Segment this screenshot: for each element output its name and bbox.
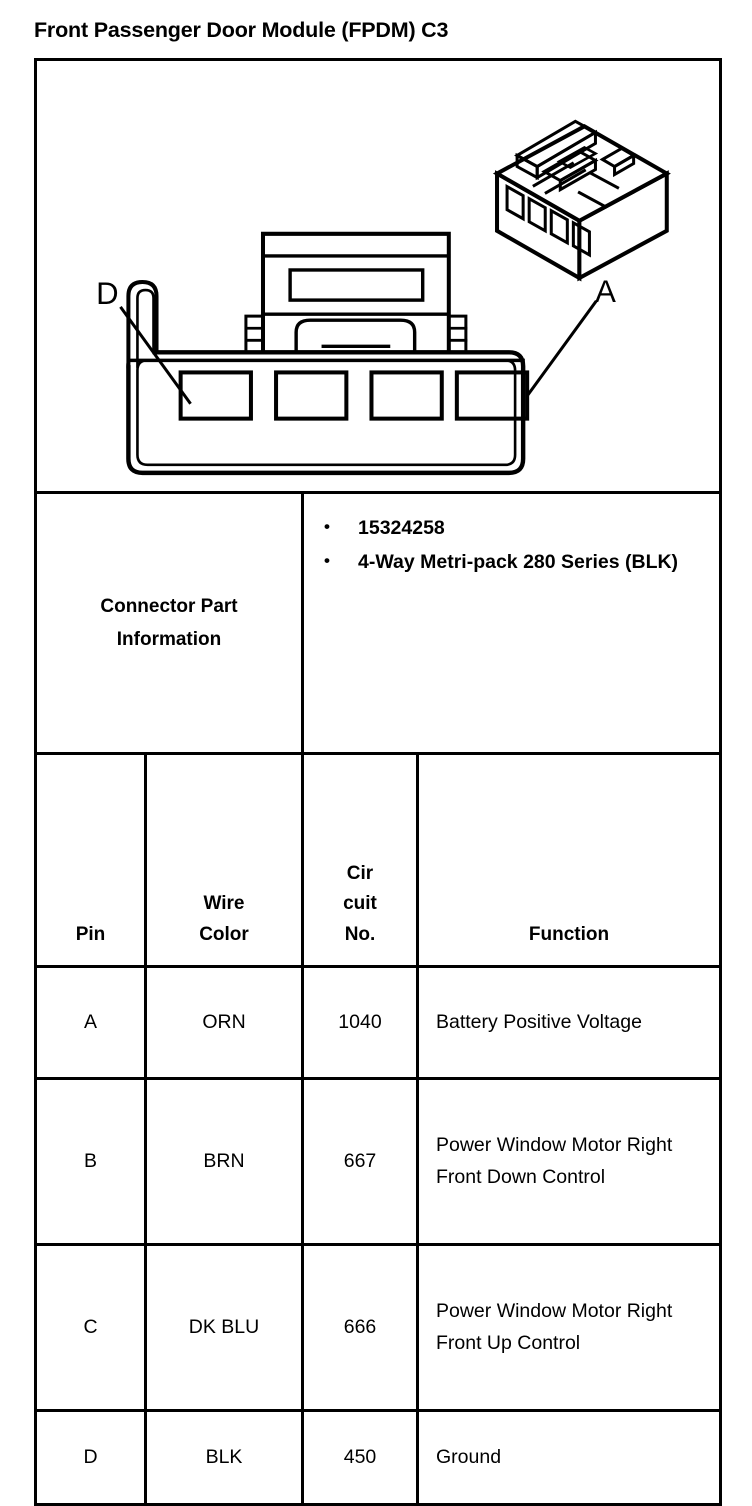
connector-part-information-values: • 15324258 • 4-Way Metri-pack 280 Series (… (301, 491, 722, 755)
cell-function: Battery Positive Voltage (416, 965, 722, 1080)
connector-drawing-svg: D A (96, 119, 671, 476)
cell-circuit-no: 1040 (301, 965, 419, 1080)
cavity-C (274, 370, 349, 421)
cell-circuit-no: 450 (301, 1409, 419, 1506)
page-title: Front Passenger Door Module (FPDM) C3 (34, 18, 449, 42)
column-header-circuit-no-line-1: Cir (346, 862, 374, 884)
connector-detail-table: D A Connector Part Information • 15324258… (34, 58, 722, 1506)
connector-part-list-item: • 4-Way Metri-pack 280 Series (BLK) (324, 546, 705, 580)
connector-illustration-cell: D A (34, 58, 722, 494)
callout-label-D: D (96, 276, 118, 311)
cpi-label-line-2: Information (116, 629, 222, 650)
column-header-pin-label: Pin (75, 924, 106, 946)
connector-part-description: 4-Way Metri-pack 280 Series (BLK) (358, 550, 679, 573)
column-header-wire-color: Wire Color (144, 752, 304, 968)
cell-pin: A (34, 965, 147, 1080)
connector-part-information-label: Connector Part Information (34, 491, 304, 755)
bullet-icon: • (324, 517, 330, 536)
callout-leader-D (119, 306, 192, 405)
illustration-row: D A (34, 58, 722, 494)
cell-wire-color: ORN (144, 965, 304, 1080)
connector-part-list: • 15324258 • 4-Way Metri-pack 280 Series (… (324, 512, 705, 579)
connector-part-number: 15324258 (358, 517, 445, 539)
connector-part-list-item: • 15324258 (324, 512, 705, 546)
front-connector-view (126, 231, 530, 476)
callout-label-A: A (595, 274, 616, 309)
cell-circuit-no: 666 (301, 1243, 419, 1412)
cell-wire-color: BLK (144, 1409, 304, 1506)
cell-pin: C (34, 1243, 147, 1412)
column-header-wire-color-line-1: Wire (203, 893, 245, 915)
column-header-function: Function (416, 752, 722, 968)
latch-tower (244, 231, 468, 355)
column-header-pin: Pin (34, 752, 147, 968)
cell-circuit-no: 667 (301, 1077, 419, 1246)
cavity-B (369, 370, 444, 421)
column-header-circuit-no: Cir cuit No. (301, 752, 419, 968)
bullet-icon: • (324, 550, 330, 570)
pin-table-header-row: Pin Wire Color Cir cuit No. Function (34, 752, 722, 968)
table-row: C DK BLU 666 Power Window Motor Right Fr… (34, 1243, 722, 1412)
cavity-D (178, 370, 253, 421)
column-header-circuit-no-line-3: No. (344, 924, 376, 946)
cell-pin: D (34, 1409, 147, 1506)
callout-leader-A (526, 300, 598, 397)
connector-part-information-row: Connector Part Information • 15324258 • 4-… (34, 491, 722, 755)
column-header-wire-color-line-2: Color (199, 924, 249, 946)
cell-function: Ground (416, 1409, 722, 1506)
cell-wire-color: DK BLU (144, 1243, 304, 1412)
cell-function: Power Window Motor Right Front Up Contro… (416, 1243, 722, 1412)
table-row: B BRN 667 Power Window Motor Right Front… (34, 1077, 722, 1246)
cell-function: Power Window Motor Right Front Down Cont… (416, 1077, 722, 1246)
column-header-circuit-no-line-2: cuit (343, 893, 377, 915)
cell-pin: B (34, 1077, 147, 1246)
isometric-connector-view (492, 119, 671, 282)
table-row: D BLK 450 Ground (34, 1409, 722, 1506)
connector-illustration: D A (37, 61, 719, 491)
cpi-label-line-1: Connector Part (100, 595, 238, 617)
cell-wire-color: BRN (144, 1077, 304, 1246)
table-row: A ORN 1040 Battery Positive Voltage (34, 965, 722, 1080)
column-header-function-label: Function (528, 924, 610, 946)
